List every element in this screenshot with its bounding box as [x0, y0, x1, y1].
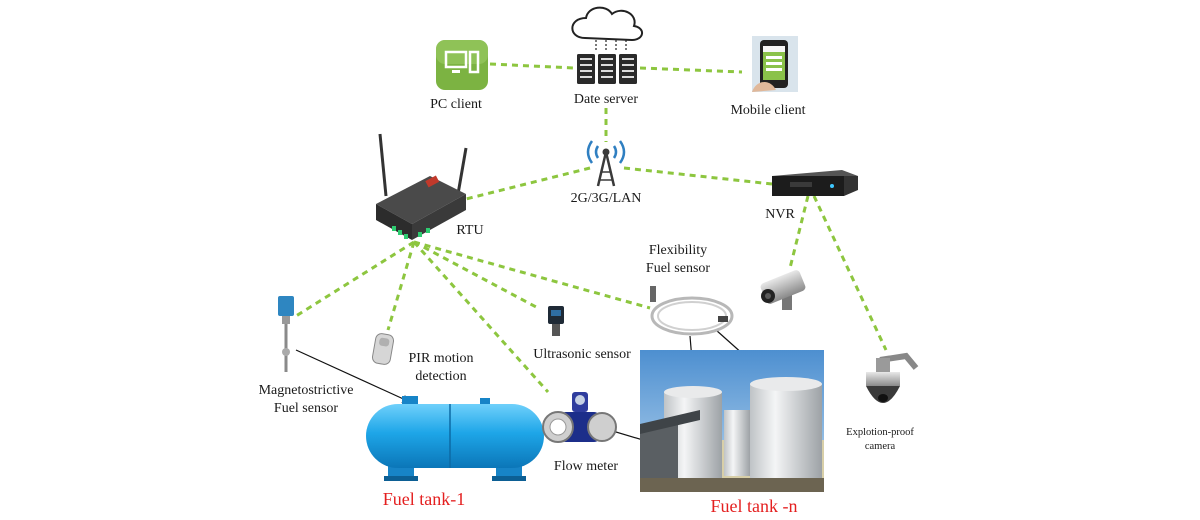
link-rtu-flex	[413, 240, 651, 310]
magnetostrictive-sensor-icon	[278, 296, 294, 372]
link-tower-nvr	[623, 166, 773, 186]
link-nvr-camera1	[788, 195, 810, 269]
fuel-tank-1-icon	[366, 396, 544, 481]
magnetostrictive-sensor-label-1: Magnetostrictive	[258, 383, 354, 398]
explosion-proof-camera-label-2: camera	[864, 441, 896, 452]
dome-camera-icon	[866, 352, 919, 403]
pir-motion-label-1: PIR motion	[408, 351, 474, 366]
magnetostrictive-sensor-label-2: Fuel sensor	[273, 401, 339, 416]
cloud-icon	[571, 6, 643, 52]
nvr-label: NVR	[765, 207, 795, 222]
pir-sensor-icon	[371, 333, 395, 365]
rtu-device-icon	[376, 133, 468, 240]
link-rtu-magneto	[295, 240, 415, 318]
flow-meter-icon	[542, 392, 617, 443]
link-rtu-flowmeter	[412, 241, 550, 393]
cell-tower-icon	[586, 140, 626, 187]
ultrasonic-sensor-label: Ultrasonic sensor	[533, 347, 631, 362]
flexibility-fuel-sensor-label-2: Fuel sensor	[645, 261, 711, 276]
link-nvr-camera2	[812, 195, 888, 351]
flexibility-fuel-sensor-label-1: Flexibility	[648, 243, 708, 258]
fuel-tank-1-label: Fuel tank-1	[382, 489, 466, 509]
flow-meter-label: Flow meter	[553, 459, 619, 474]
pir-motion-label-2: detection	[415, 369, 467, 384]
ultrasonic-sensor-icon	[548, 306, 564, 336]
fuel-tank-n-photo	[640, 350, 824, 492]
rtu-label: RTU	[456, 223, 484, 238]
data-server-label: Date server	[573, 92, 639, 107]
fuel-tank-n-label: Fuel tank -n	[710, 496, 798, 516]
arrow-magneto-to-tank1	[295, 349, 411, 403]
link-rtu-ultrasonic	[413, 240, 539, 310]
pc-client-label: PC client	[430, 97, 482, 112]
mobile-client-icon	[752, 36, 798, 92]
pc-client-icon	[436, 40, 488, 90]
explosion-proof-camera-label-1: Explotion-proof	[846, 427, 914, 438]
network-links	[295, 62, 888, 393]
link-rtu-pir	[386, 241, 416, 331]
mobile-client-label: Mobile client	[730, 103, 806, 118]
link-pc-server	[489, 62, 575, 70]
server-rack-icon	[577, 54, 637, 84]
flexibility-fuel-sensor-icon	[650, 286, 734, 336]
network-label: 2G/3G/LAN	[570, 191, 642, 206]
nvr-device-icon	[772, 170, 858, 196]
bullet-camera-icon	[760, 270, 806, 310]
link-server-mobile	[639, 66, 743, 74]
